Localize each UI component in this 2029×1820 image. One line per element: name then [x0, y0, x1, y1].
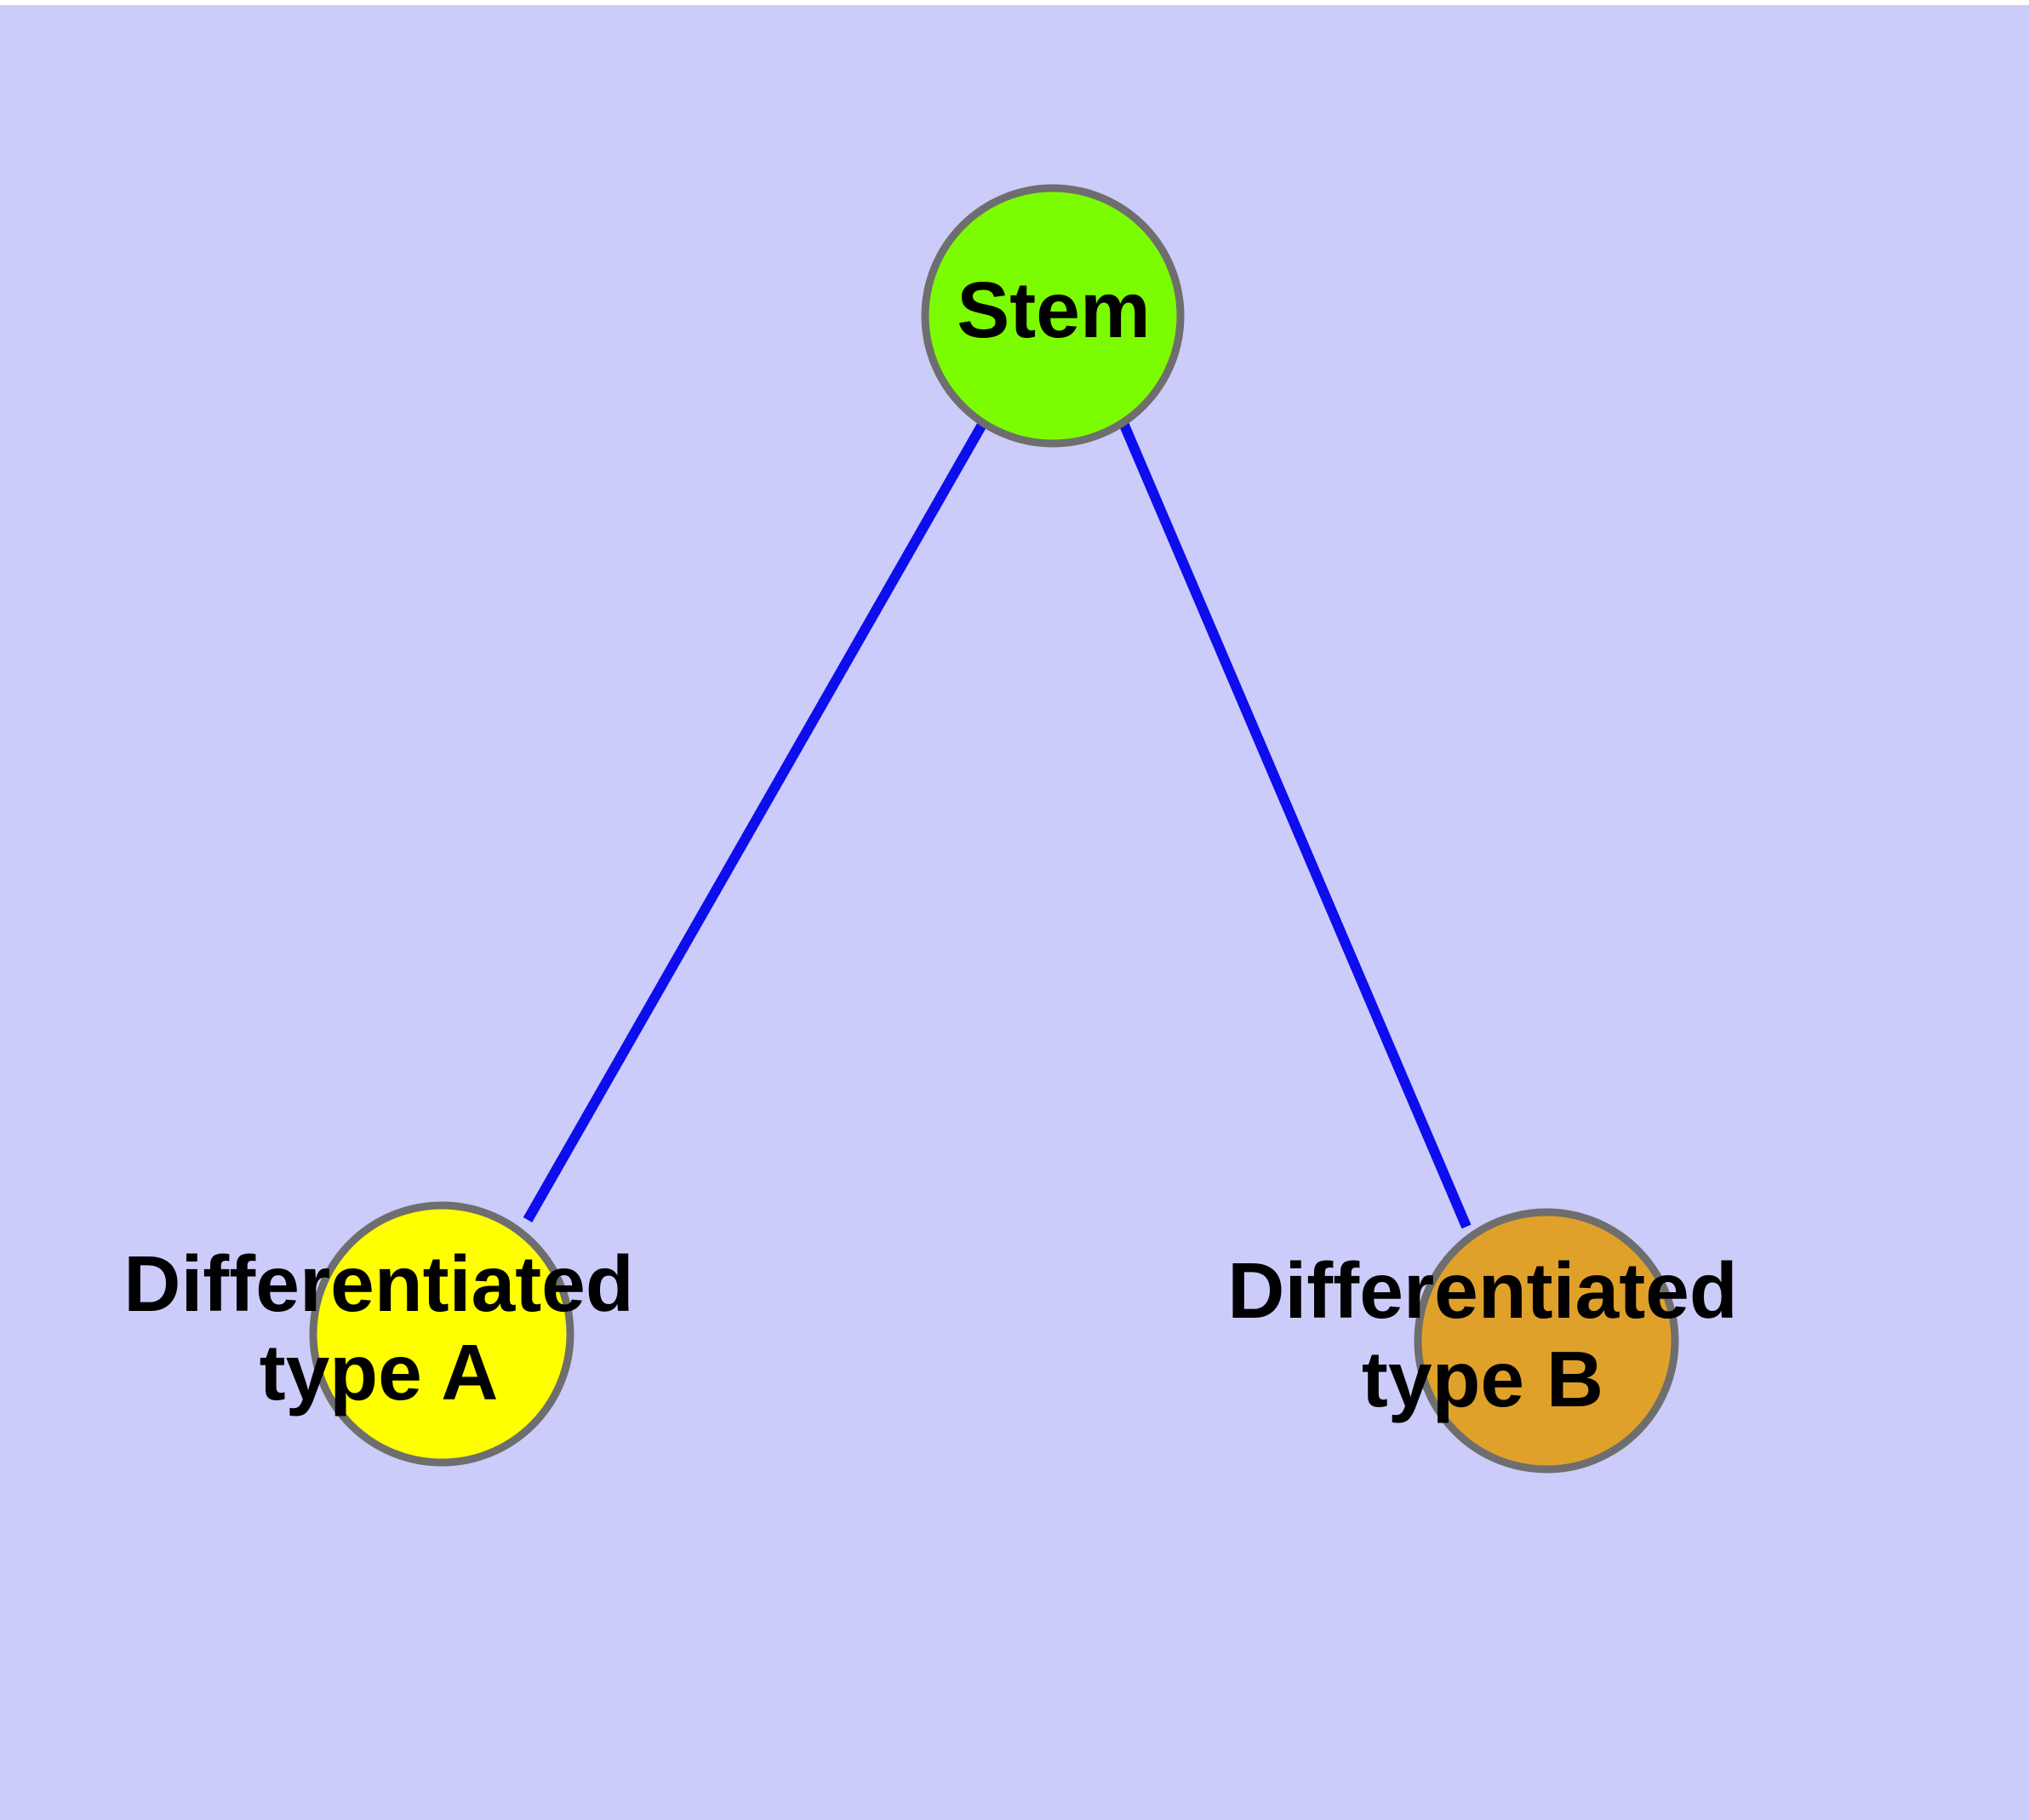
- node-stem-circle[interactable]: [921, 184, 1185, 448]
- label-line: Differentiated: [1227, 1246, 1737, 1335]
- node-differentiated-type-a-circle[interactable]: [309, 1201, 574, 1467]
- label-line: Stem: [957, 266, 1150, 354]
- node-stem-label: Stem: [957, 266, 1150, 354]
- edges-layer: [523, 421, 1472, 1229]
- edge-stem-to-differentiated-type-b[interactable]: [1118, 421, 1472, 1229]
- node-stem[interactable]: [921, 184, 1185, 448]
- top-margin-strip: [0, 0, 2029, 5]
- label-line: type A: [260, 1328, 499, 1417]
- node-differentiated-type-b[interactable]: [1414, 1208, 1679, 1474]
- label-line: type B: [1362, 1335, 1603, 1423]
- nodes-layer: [309, 184, 1679, 1474]
- node-differentiated-type-a[interactable]: [309, 1201, 574, 1467]
- edge-stem-to-differentiated-type-a[interactable]: [523, 421, 988, 1222]
- node-differentiated-type-b-circle[interactable]: [1414, 1208, 1679, 1474]
- label-line: Differentiated: [123, 1239, 633, 1328]
